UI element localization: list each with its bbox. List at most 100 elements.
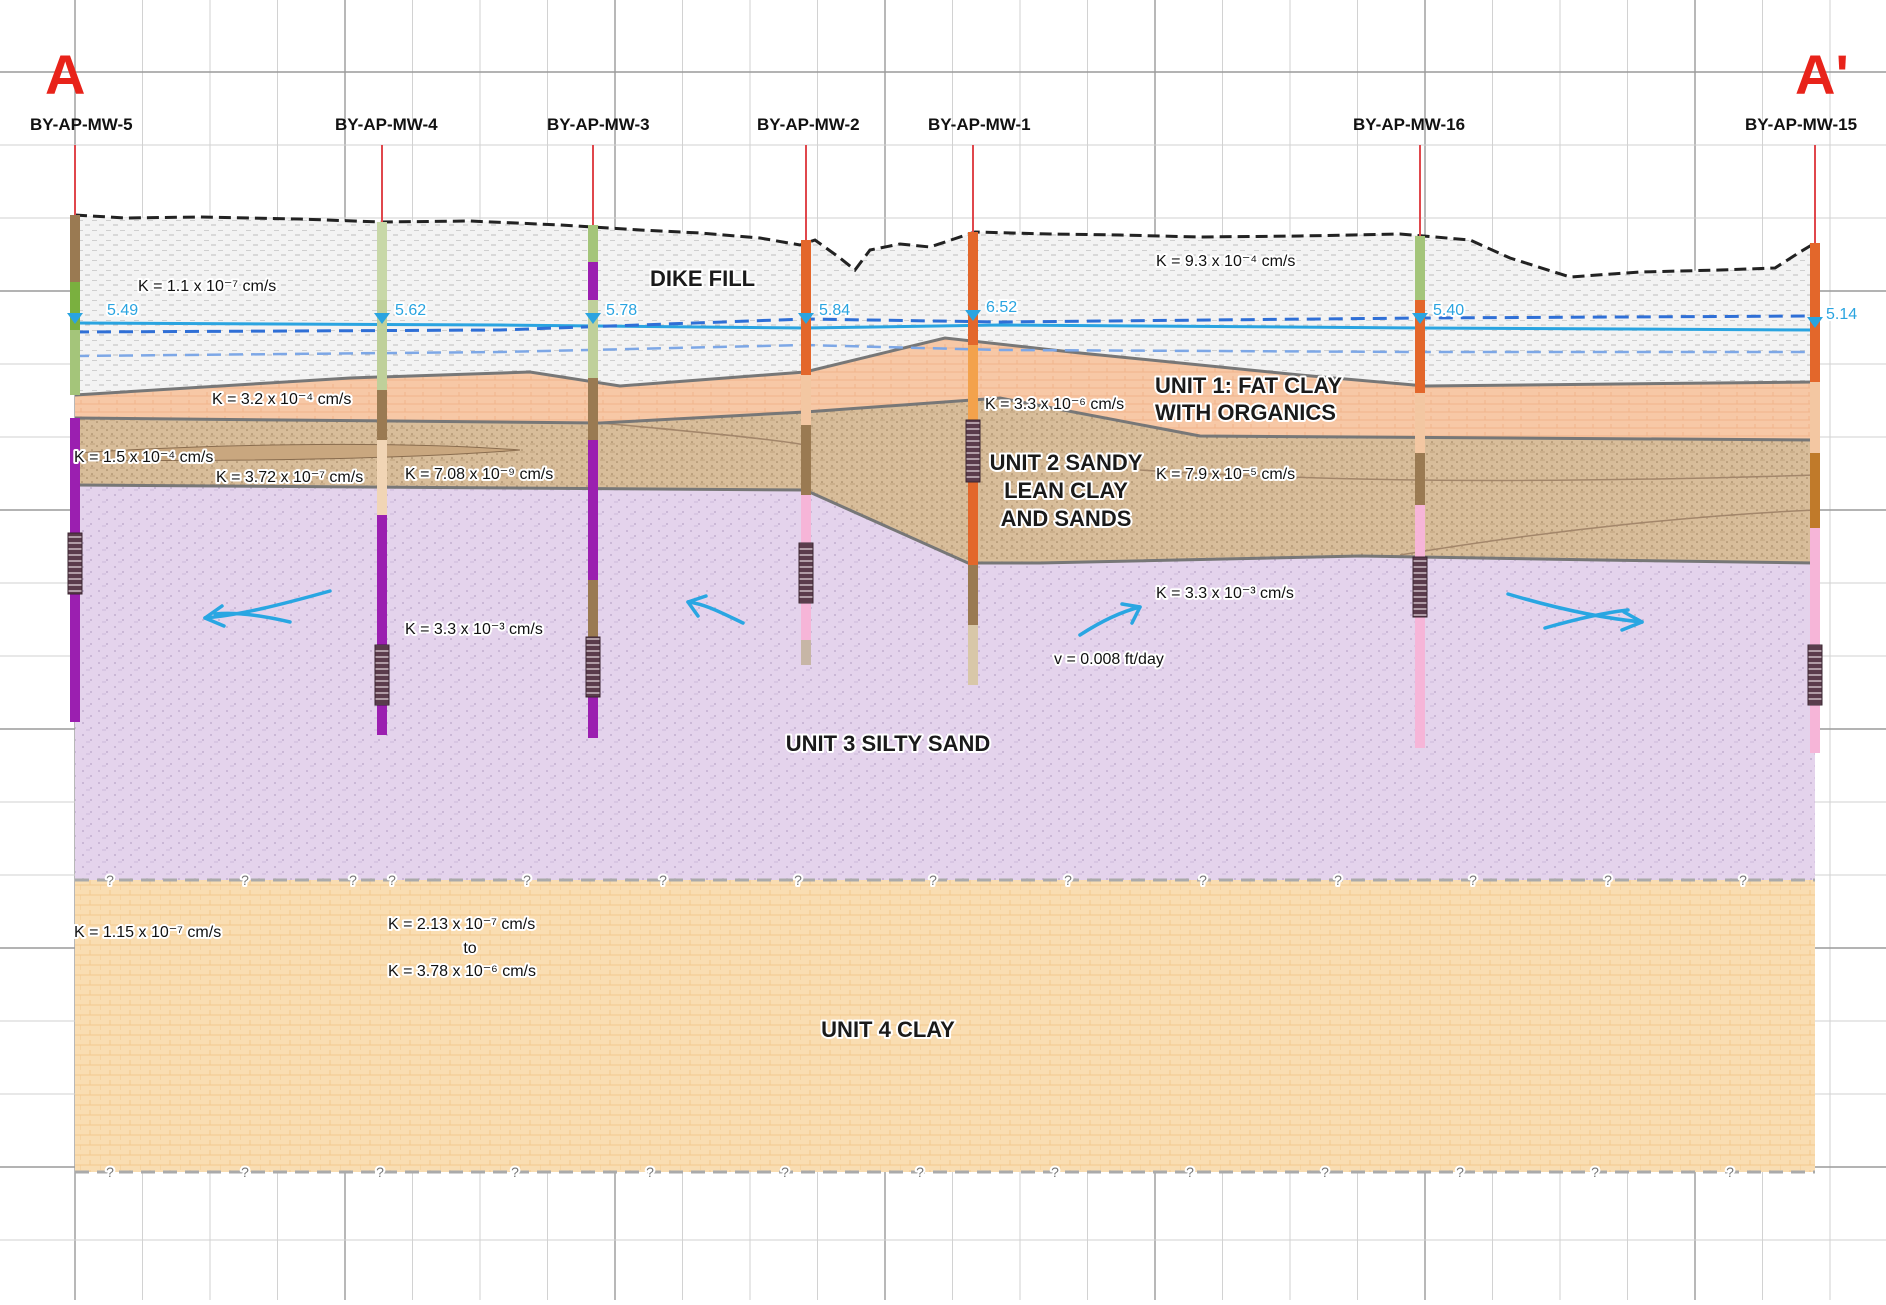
well-casing-segment xyxy=(377,440,387,515)
water-level-label: 5.78 xyxy=(606,302,637,319)
well-casing-segment xyxy=(1415,505,1425,748)
unit4-clay-layer xyxy=(75,880,1815,1172)
dike-base-contact xyxy=(74,336,1816,397)
unit2-lens-left xyxy=(74,443,521,462)
well-casing-segment xyxy=(377,390,387,440)
uncertain-contact-mark: ? xyxy=(1051,1164,1059,1180)
uncertain-contact-mark: ? xyxy=(106,1164,114,1180)
water-level-label: 5.62 xyxy=(395,302,426,319)
water-table-dashed-1 xyxy=(74,314,1816,334)
uncertain-contact-mark: ? xyxy=(1456,1164,1464,1180)
ground-surface-line xyxy=(74,213,1816,279)
k-dike-left: K = 1.1 x 10⁻⁷ cm/s xyxy=(138,278,276,295)
unit1-base-contact xyxy=(74,396,1816,442)
uncertain-contact-mark: ? xyxy=(1064,872,1072,888)
unit2-label-line1: UNIT 2 SANDY xyxy=(990,450,1143,475)
well-casing-segment xyxy=(801,425,811,495)
uncertain-contact-mark: ? xyxy=(241,1164,249,1180)
well-name-label: BY-AP-MW-1 xyxy=(928,115,1031,134)
water-level-marker-icon xyxy=(374,313,390,324)
uncertain-contact-mark: ? xyxy=(388,872,396,888)
uncertain-contact-mark: ? xyxy=(1334,872,1342,888)
well-screen xyxy=(374,644,390,706)
unit2-label-line3: AND SANDS xyxy=(1001,506,1132,531)
water-level-marker-icon xyxy=(1807,317,1823,328)
unit1-label-line1: UNIT 1: FAT CLAY xyxy=(1155,373,1342,398)
uncertain-contact-mark: ? xyxy=(1726,1164,1734,1180)
well-casing-segment xyxy=(968,625,978,685)
dike-fill-layer xyxy=(75,215,1815,395)
unit3-silty-sand-layer xyxy=(75,485,1815,880)
uncertain-contact-mark: ? xyxy=(376,1164,384,1180)
well-name-label: BY-AP-MW-3 xyxy=(547,115,650,134)
k-unit2-c: K = 7.08 x 10⁻⁹ cm/s xyxy=(405,466,553,483)
uncertain-contact-mark: ? xyxy=(523,872,531,888)
well-casing-segment xyxy=(1810,453,1820,528)
well-casing-segment xyxy=(1415,453,1425,505)
well-by-ap-mw-1[interactable]: BY-AP-MW-1 6.52 xyxy=(928,115,1031,685)
uncertain-contact-mark: ? xyxy=(916,1164,924,1180)
uncertain-contact-mark: ? xyxy=(1199,872,1207,888)
well-casing-segment xyxy=(377,515,387,735)
uncertain-contact-mark: ? xyxy=(241,872,249,888)
well-casing-segment xyxy=(588,262,598,300)
k-labels: K = 1.1 x 10⁻⁷ cm/s K = 9.3 x 10⁻⁴ cm/s … xyxy=(72,251,1297,982)
k-unit4-left: K = 1.15 x 10⁻⁷ cm/s xyxy=(74,924,221,941)
water-level-marker-icon xyxy=(67,313,83,324)
well-casing-segment xyxy=(1810,243,1820,382)
unit2-lens-right-lower xyxy=(1399,509,1816,556)
flow-arrow-right-pair xyxy=(1506,592,1644,632)
well-casing-segment xyxy=(1415,236,1425,300)
well-casing-segment xyxy=(801,375,811,425)
velocity-label: v = 0.008 ft/day xyxy=(1054,651,1164,668)
k-unit2-b: K = 3.72 x 10⁻⁷ cm/s xyxy=(216,469,363,486)
well-casing-segment xyxy=(588,440,598,580)
section-start-label: A xyxy=(45,43,85,106)
uncertain-contact-mark: ? xyxy=(929,872,937,888)
water-level-label: 6.52 xyxy=(986,299,1017,316)
uncertain-contact-mark: ? xyxy=(1604,872,1612,888)
uncertain-contact-mark: ? xyxy=(646,1164,654,1180)
well-screen xyxy=(1807,644,1823,706)
uncertain-contact-mark: ? xyxy=(106,872,114,888)
water-table-line xyxy=(74,321,1816,332)
well-casing-segment xyxy=(588,300,598,378)
well-screen xyxy=(798,542,814,604)
well-by-ap-mw-5[interactable]: BY-AP-MW-55.49 xyxy=(30,115,140,722)
uncertain-contact-mark: ? xyxy=(511,1164,519,1180)
well-casing-segment xyxy=(377,300,387,390)
uncertain-contact-marks: ??????????????????????????? xyxy=(104,870,1749,1182)
unit3-label: UNIT 3 SILTY SAND xyxy=(786,731,991,756)
well-casing-segment xyxy=(968,565,978,625)
k-unit3-left: K = 3.3 x 10⁻³ cm/s xyxy=(405,621,543,638)
water-level-marker-icon xyxy=(965,310,981,321)
k-unit2-a: K = 1.5 x 10⁻⁴ cm/s xyxy=(74,449,213,466)
k-unit2-right: K = 7.9 x 10⁻⁵ cm/s xyxy=(1156,466,1295,483)
well-name-label: BY-AP-MW-4 xyxy=(335,115,438,134)
well-by-ap-mw-3[interactable]: BY-AP-MW-3 5.78 xyxy=(547,115,650,738)
well-screen xyxy=(965,419,981,483)
uncertain-contact-mark: ? xyxy=(1739,872,1747,888)
k-unit4-mid-to: to xyxy=(463,940,476,957)
water-table xyxy=(74,314,1816,358)
uncertain-contact-mark: ? xyxy=(781,1164,789,1180)
well-casing-segment xyxy=(1810,382,1820,453)
water-table-dashed-2 xyxy=(74,343,1815,358)
well-by-ap-mw-16[interactable]: BY-AP-MW-165.40 xyxy=(1353,115,1466,748)
well-by-ap-mw-15[interactable]: BY-AP-MW-155.14 xyxy=(1745,115,1859,753)
well-by-ap-mw-2[interactable]: BY-AP-MW-25.84 xyxy=(757,115,860,665)
well-by-ap-mw-4[interactable]: BY-AP-MW-4 5.62 xyxy=(335,115,438,735)
well-casing-segment xyxy=(588,580,598,640)
water-level-label: 5.84 xyxy=(819,302,850,319)
unit4-label: UNIT 4 CLAY xyxy=(821,1017,955,1042)
well-name-label: BY-AP-MW-15 xyxy=(1745,115,1857,134)
geologic-units xyxy=(74,215,1816,1172)
water-level-label: 5.49 xyxy=(107,302,138,319)
well-casing-segment xyxy=(588,378,598,440)
uncertain-contact-mark: ? xyxy=(1321,1164,1329,1180)
well-casing-segment xyxy=(801,240,811,375)
uncertain-contact-mark: ? xyxy=(1591,1164,1599,1180)
uncertain-contact-mark: ? xyxy=(1469,872,1477,888)
